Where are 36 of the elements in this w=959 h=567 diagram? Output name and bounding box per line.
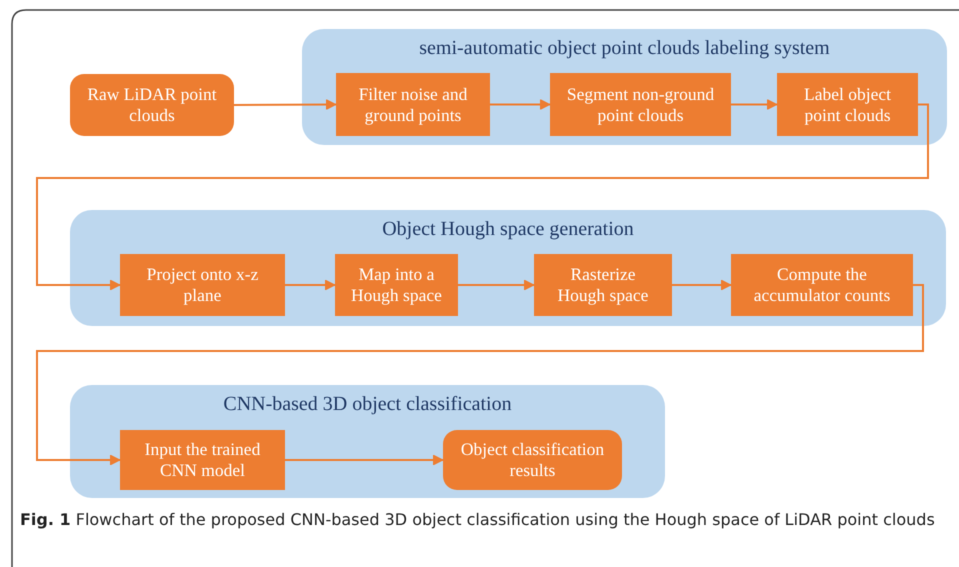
group-title: Object Hough space generation [382, 218, 634, 240]
process-box [534, 254, 672, 316]
group-panel [302, 29, 947, 145]
group-panel [70, 385, 665, 498]
group-title: semi-automatic object point clouds labeling system [419, 37, 830, 59]
arrow [285, 280, 336, 290]
box-label: Compute the accumulator counts [752, 264, 892, 306]
box-label: Input the trained CNN model [144, 439, 262, 481]
arrow [36, 284, 924, 466]
group-panel [70, 210, 946, 326]
box-label: Rasterize Hough space [556, 264, 650, 306]
terminal-box [70, 74, 234, 136]
box-label: Map into a Hough space [351, 264, 442, 306]
process-box [120, 430, 285, 490]
arrow [285, 454, 444, 466]
group-title: CNN-based 3D object classification [223, 393, 512, 415]
arrow [672, 280, 732, 290]
box-label: Filter noise and ground points [358, 84, 468, 126]
figure-caption: Fig. 1 Flowchart of the proposed CNN-based 3D object classification using the Hough space of LiDAR point clouds [20, 509, 936, 531]
process-box [731, 254, 913, 316]
process-box [550, 73, 731, 136]
box-label: Object classification results [460, 439, 606, 481]
terminal-box [443, 430, 622, 490]
arrow [731, 99, 778, 110]
process-box [335, 254, 458, 316]
box-label: Project onto x-z plane [146, 264, 260, 306]
process-box [777, 73, 918, 136]
box-label: Raw LiDAR point clouds [86, 84, 218, 126]
process-box [336, 73, 490, 136]
arrow [458, 280, 534, 290]
arrow [490, 99, 550, 110]
box-label: Label object point clouds [803, 84, 892, 126]
arrow [234, 99, 336, 110]
process-box [120, 254, 285, 316]
arrow [36, 104, 929, 290]
box-label: Segment non-ground point clouds [566, 84, 715, 126]
